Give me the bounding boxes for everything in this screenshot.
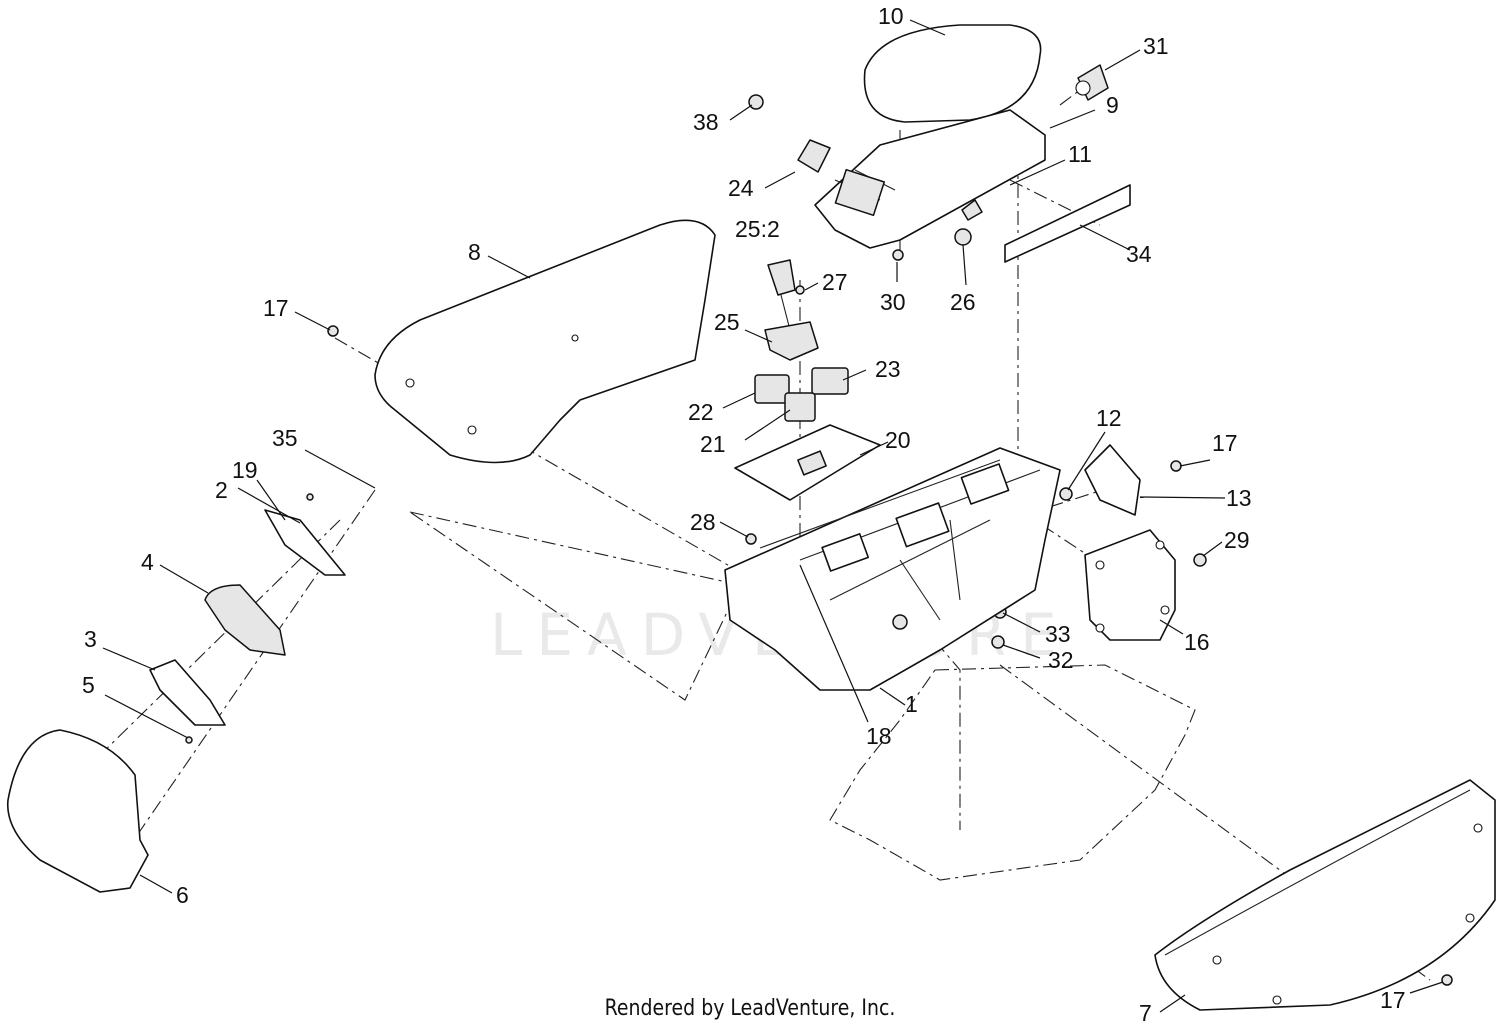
part-9-upper-plate — [814, 109, 1046, 249]
part-2-gasket — [264, 509, 346, 576]
callout-5: 5 — [82, 672, 95, 698]
part-22 — [754, 374, 790, 404]
part-21 — [784, 392, 816, 422]
callout-8: 8 — [468, 239, 481, 265]
part-12 — [1059, 487, 1073, 501]
part-17-bolt-left — [327, 325, 339, 337]
callout-21: 21 — [700, 431, 726, 457]
callout-13: 13 — [1226, 485, 1252, 511]
part-19 — [306, 493, 314, 501]
part-16-cover — [1084, 529, 1176, 641]
callout-9: 9 — [1106, 92, 1119, 118]
part-31-power-outlet — [1075, 64, 1109, 101]
part-24 — [797, 139, 831, 173]
leader-lines — [102, 19, 1444, 1013]
part-29 — [1193, 553, 1207, 567]
callout-2: 2 — [215, 477, 228, 503]
callout-38: 38 — [693, 109, 719, 135]
part-3-bracket — [149, 659, 226, 726]
callout-19: 19 — [232, 457, 258, 483]
callout-26: 26 — [950, 289, 976, 315]
callout-22: 22 — [688, 399, 714, 425]
callout-25-2: 25:2 — [735, 216, 780, 242]
callout-labels: 10 31 9 38 11 24 25:2 34 8 27 30 26 17 2… — [82, 3, 1406, 1026]
part-26 — [954, 228, 972, 246]
callout-27: 27 — [822, 269, 848, 295]
part-5 — [185, 736, 193, 744]
callout-1: 1 — [905, 691, 918, 717]
callout-6: 6 — [176, 882, 189, 908]
callout-28: 28 — [690, 509, 716, 535]
part-4-housing — [204, 584, 286, 656]
part-25-shifter — [764, 259, 819, 361]
part-6-hood — [7, 729, 149, 893]
callout-12: 12 — [1096, 405, 1122, 431]
part-32 — [991, 635, 1005, 649]
small-hardware — [185, 94, 1453, 986]
callout-30: 30 — [880, 289, 906, 315]
callout-29: 29 — [1224, 527, 1250, 553]
part-7-guard — [1154, 779, 1496, 1011]
callout-34: 34 — [1126, 241, 1152, 267]
part-20-switch-plate — [734, 424, 881, 501]
callout-18: 18 — [866, 723, 892, 749]
callout-7: 7 — [1139, 1000, 1152, 1026]
callout-32: 32 — [1048, 647, 1074, 673]
part-8-side-panel — [374, 219, 716, 464]
part-11 — [961, 199, 983, 221]
callout-23: 23 — [875, 356, 901, 382]
callout-4: 4 — [141, 549, 154, 575]
part-30 — [892, 249, 904, 261]
callout-17b: 17 — [1212, 430, 1238, 456]
part-34-decal — [1004, 184, 1131, 263]
part-28 — [745, 533, 757, 545]
part-10-armrest-pad — [863, 24, 1042, 123]
callout-35: 35 — [272, 425, 298, 451]
part-38 — [748, 94, 764, 110]
part-17-bolt — [1170, 460, 1182, 472]
part-17-bolt-right — [1441, 974, 1453, 986]
callout-16: 16 — [1184, 629, 1210, 655]
callout-3: 3 — [84, 626, 97, 652]
callout-25: 25 — [714, 309, 740, 335]
floor-plate — [829, 664, 1196, 881]
part-1-console-frame — [724, 447, 1061, 691]
part-23 — [811, 367, 849, 395]
callout-20: 20 — [885, 427, 911, 453]
callout-17c: 17 — [1380, 987, 1406, 1013]
part-13-bracket — [1084, 444, 1141, 516]
callout-24: 24 — [728, 175, 754, 201]
callout-10: 10 — [878, 3, 904, 29]
callout-33: 33 — [1045, 621, 1071, 647]
callout-31: 31 — [1143, 33, 1169, 59]
assembly-dash-lines — [94, 89, 1431, 981]
footer-credit: Rendered by LeadVenture, Inc. — [604, 996, 896, 1021]
callout-17a: 17 — [263, 295, 289, 321]
callout-11: 11 — [1068, 141, 1092, 167]
switches — [754, 367, 849, 422]
